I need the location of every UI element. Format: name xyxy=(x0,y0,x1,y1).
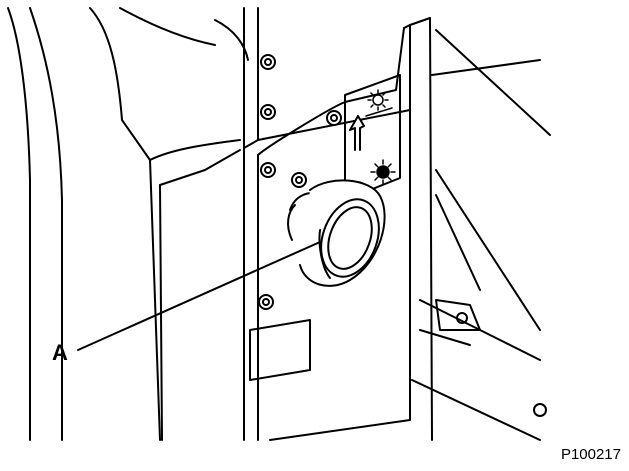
figure-id: P100217 xyxy=(560,446,621,463)
left-frame xyxy=(7,7,249,441)
sun-symbol-lower xyxy=(370,159,396,185)
plate-lower-panel xyxy=(249,319,311,381)
right-frame xyxy=(411,29,551,441)
adjustment-knob xyxy=(287,179,386,287)
direction-label xyxy=(344,74,401,201)
callout-leader-line xyxy=(77,241,321,351)
sun-symbol-upper xyxy=(365,89,393,117)
plate-bolts xyxy=(258,54,342,310)
callout-label: A xyxy=(52,340,68,365)
